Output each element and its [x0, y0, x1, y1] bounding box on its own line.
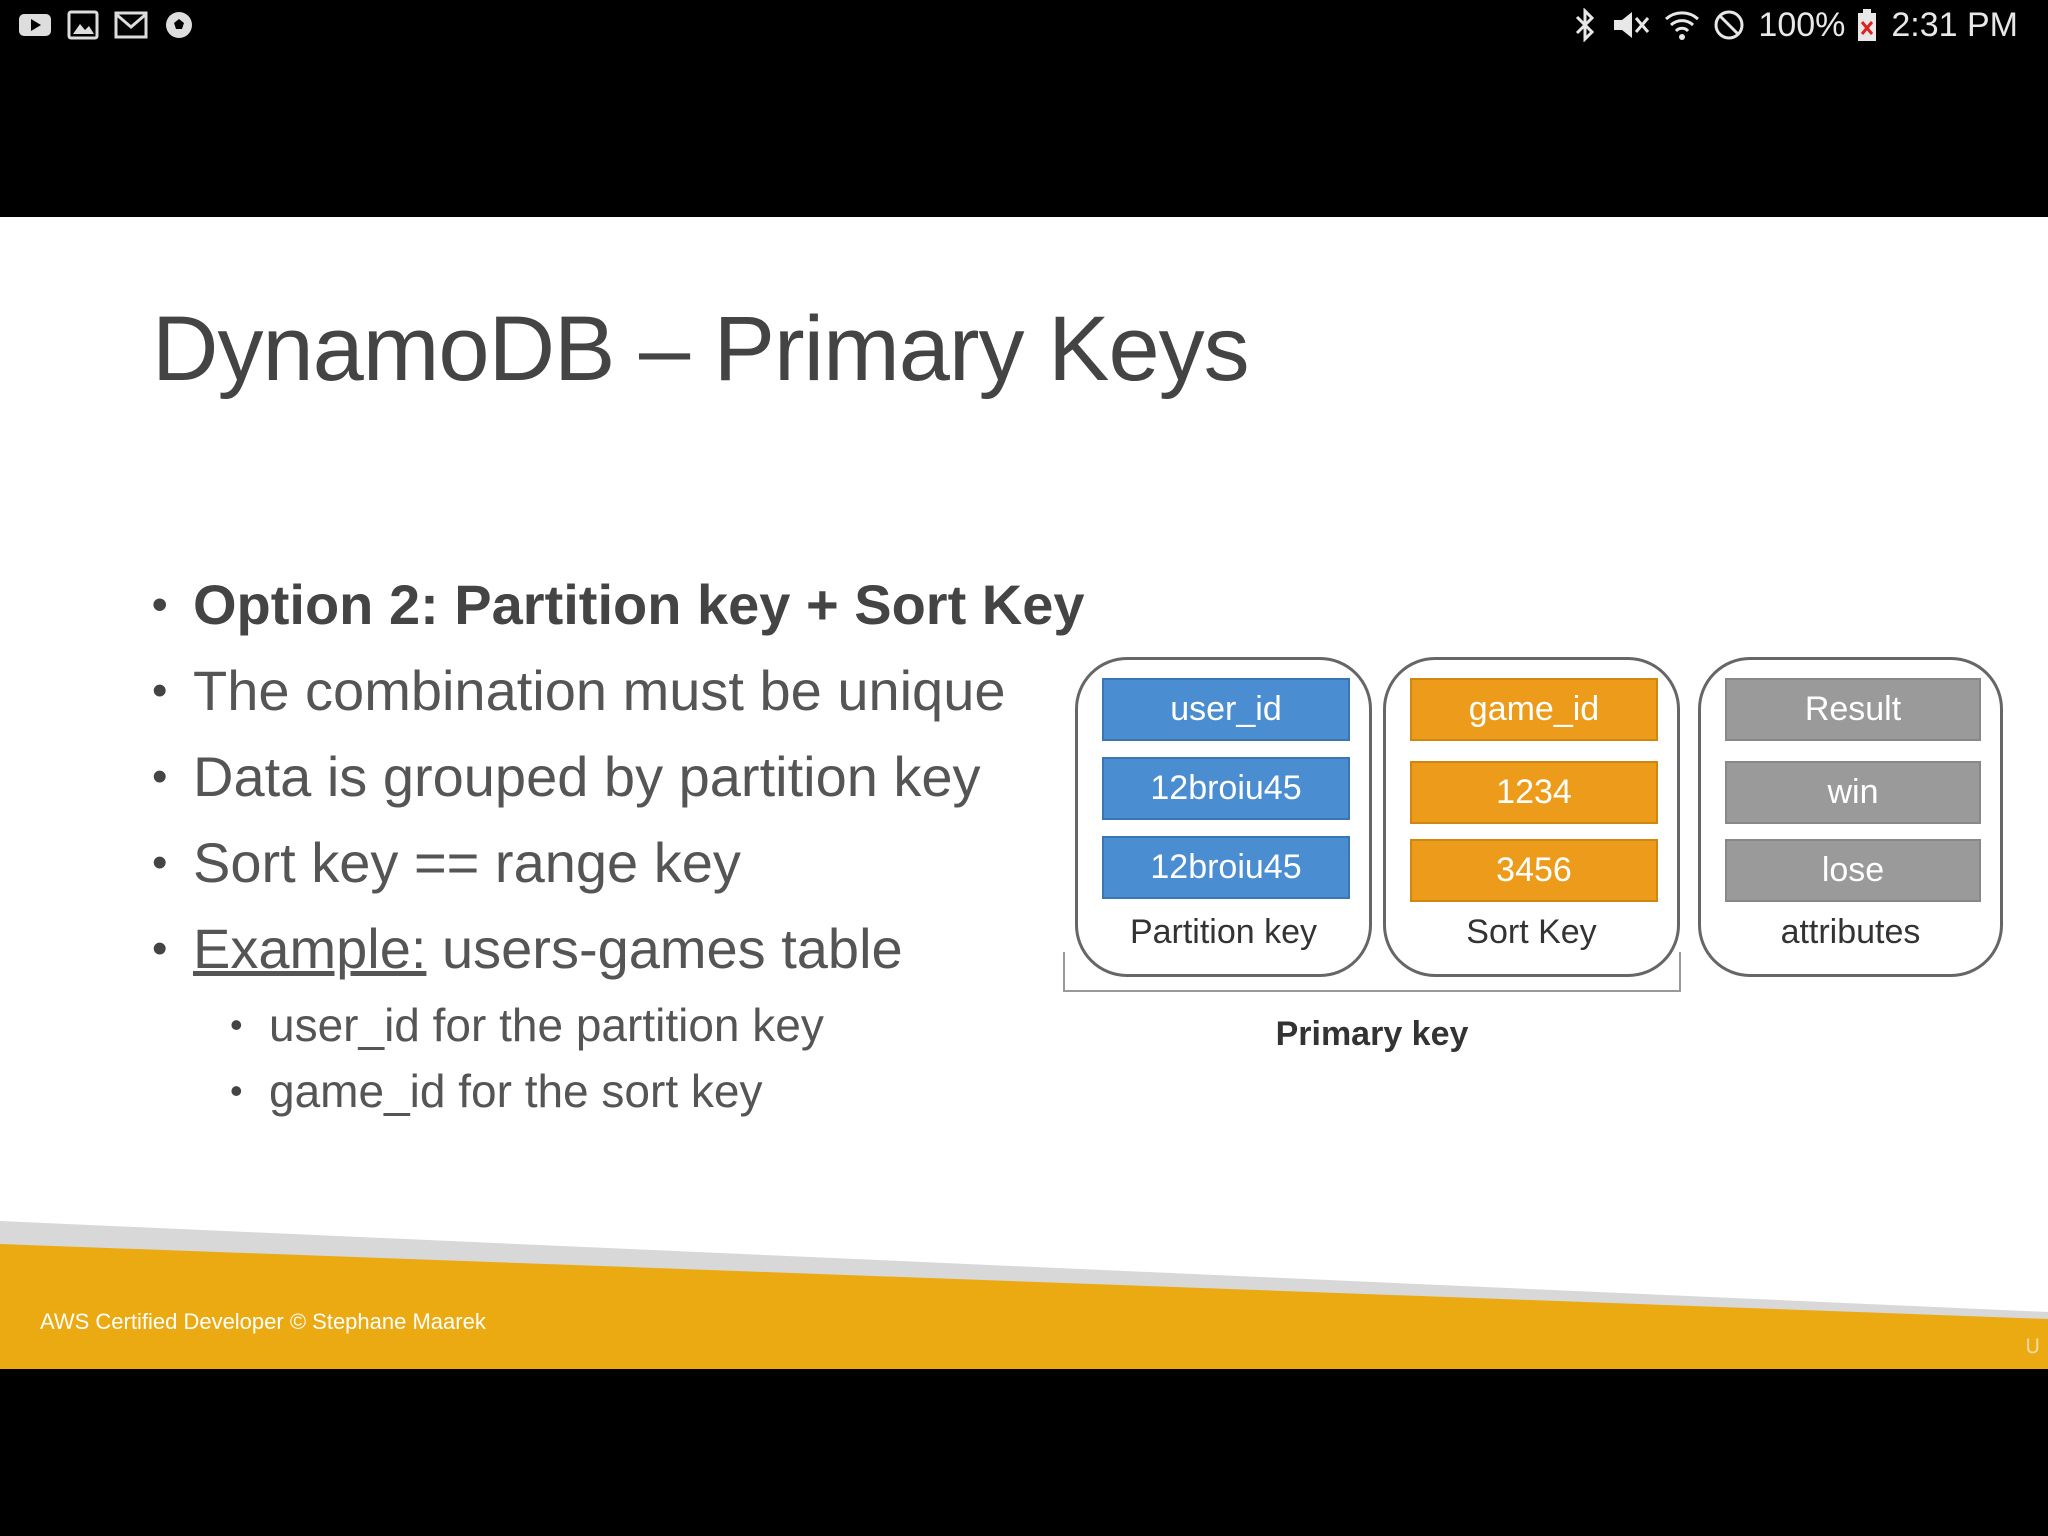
gmail-icon — [114, 9, 148, 41]
status-bar: 100% 2:31 PM — [0, 0, 2048, 50]
bullet-list: Option 2: Partition key + Sort Key The c… — [152, 562, 1085, 1124]
example-label: Example: — [193, 917, 427, 980]
bullet-range-key: Sort key == range key — [152, 820, 1052, 906]
sort-key-label: Sort Key — [1466, 913, 1597, 951]
attributes-group: Result win lose attributes — [1698, 657, 2003, 977]
example-text: users-games table — [442, 917, 903, 980]
bullet-grouped: Data is grouped by partition key — [152, 734, 1052, 820]
battery-percent: 100% — [1758, 5, 1846, 44]
attribute-value: lose — [1725, 839, 1981, 902]
vibrate-mute-icon — [1608, 8, 1652, 42]
sort-key-value: 3456 — [1410, 839, 1658, 902]
bullet-option-2: Option 2: Partition key + Sort Key — [152, 562, 1085, 648]
attributes-header: Result — [1725, 678, 1981, 741]
partition-key-value: 12broiu45 — [1102, 757, 1350, 820]
sort-key-value: 1234 — [1410, 761, 1658, 824]
sub-bullet-sort: game_id for the sort key — [152, 1058, 1052, 1124]
clock: 2:31 PM — [1891, 5, 2018, 44]
footer-copyright: AWS Certified Developer © Stephane Maare… — [40, 1309, 486, 1334]
udemy-logo-icon: ᑌ — [2025, 1336, 2040, 1358]
partition-key-value: 12broiu45 — [1102, 836, 1350, 899]
partition-key-group: user_id 12broiu45 12broiu45 Partition ke… — [1075, 657, 1372, 977]
footer-band: AWS Certified Developer © Stephane Maare… — [0, 1209, 2048, 1369]
sub-bullet-partition: user_id for the partition key — [152, 992, 1052, 1058]
attribute-value: win — [1725, 761, 1981, 824]
do-not-disturb-icon — [1712, 8, 1746, 42]
partition-key-label: Partition key — [1129, 913, 1318, 951]
primary-key-diagram: user_id 12broiu45 12broiu45 Partition ke… — [1060, 657, 2020, 1077]
battery-icon — [1857, 8, 1877, 42]
wifi-icon — [1664, 8, 1700, 42]
bullet-unique: The combination must be unique — [152, 648, 1052, 734]
youtube-icon — [18, 9, 52, 41]
primary-key-label: Primary key — [1275, 1015, 1469, 1053]
partition-key-header: user_id — [1102, 678, 1350, 741]
bullet-example: Example: users-games table — [152, 906, 1052, 992]
slide: DynamoDB – Primary Keys Option 2: Partit… — [0, 217, 2048, 1369]
bluetooth-icon — [1574, 8, 1596, 42]
attributes-label: attributes — [1780, 913, 1921, 951]
sort-key-group: game_id 1234 3456 Sort Key — [1383, 657, 1680, 977]
primary-key-bracket — [1063, 952, 1681, 992]
notification-icons — [18, 9, 196, 41]
gallery-icon — [66, 9, 100, 41]
soccer-ball-icon — [162, 9, 196, 41]
system-icons: 100% 2:31 PM — [1574, 4, 2018, 46]
sort-key-header: game_id — [1410, 678, 1658, 741]
slide-title: DynamoDB – Primary Keys — [152, 298, 1250, 400]
